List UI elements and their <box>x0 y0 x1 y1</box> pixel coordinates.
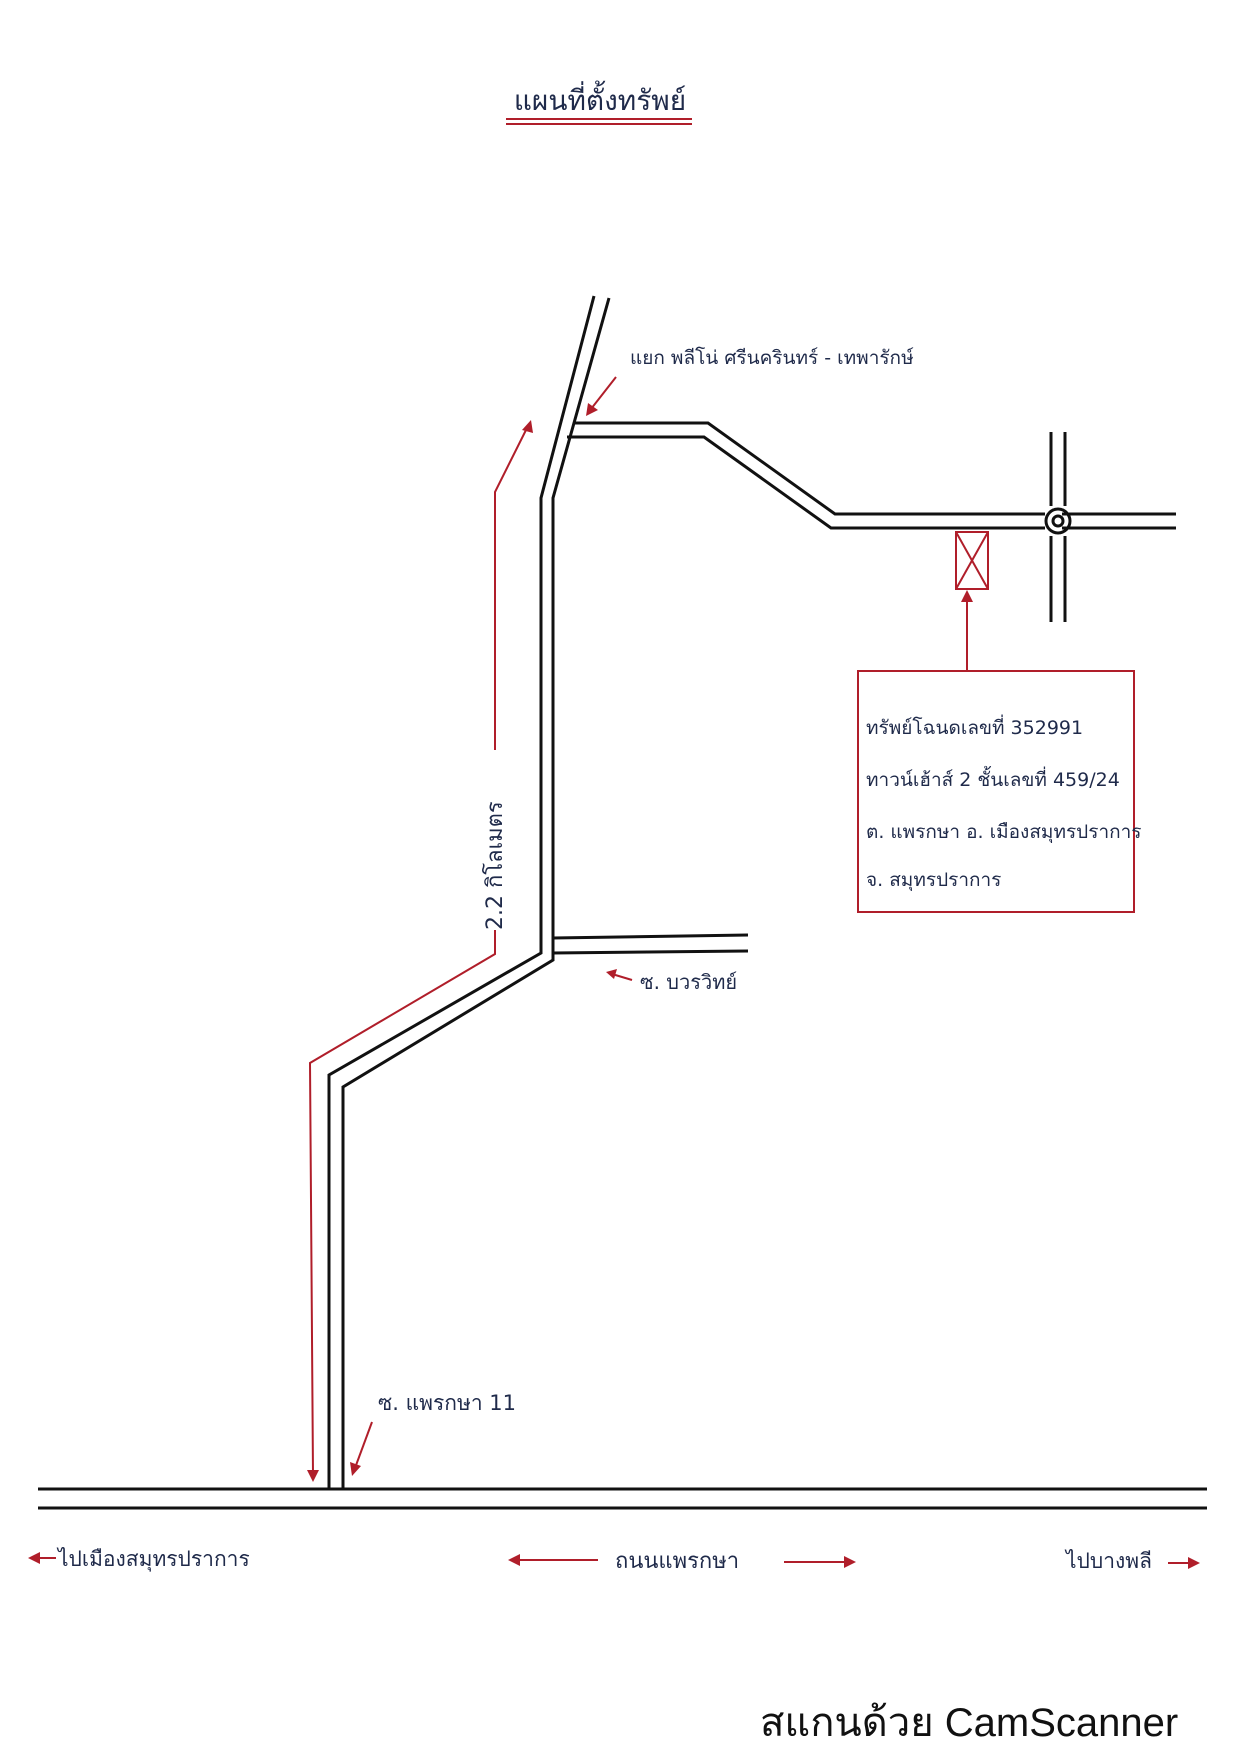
road-network <box>38 295 1207 1510</box>
roundabout <box>1044 507 1072 535</box>
branch-road-edge-top <box>574 421 1045 516</box>
to-right-arrow-head <box>1188 1557 1200 1569</box>
soi-boworn-edge-bottom <box>552 949 749 955</box>
to-left-arrow-head <box>28 1552 40 1564</box>
soi-boworn-edge-top <box>552 933 749 940</box>
scanner-watermark: สแกนด้วย CamScanner <box>760 1701 1179 1745</box>
map-title: แผนที่ตั้งทรัพย์ <box>514 80 686 117</box>
soi-phraeksa-11-edge-right <box>341 297 611 1489</box>
info-box-line-4: จ. สมุทรปราการ <box>866 869 1002 891</box>
property-pointer-arrowhead <box>961 590 973 602</box>
to-right-label: ไปบางพลี <box>1064 1549 1152 1573</box>
info-box-line-3: ต. แพรกษา อ. เมืองสมุทรปราการ <box>866 821 1142 843</box>
soi-phraeksa-11-pointer <box>354 1421 373 1469</box>
soi-boworn-label: ซ. บวรวิทย์ <box>640 970 737 994</box>
property-info-box <box>857 670 1135 913</box>
to-left-label: ไปเมืองสมุทรปราการ <box>56 1547 250 1572</box>
top-junction-pointer <box>590 376 617 410</box>
road-arrow-right-head <box>844 1556 856 1568</box>
top-junction-label: แยก พลีโน่ ศรีนครินทร์ - เทพารักษ์ <box>630 346 914 369</box>
distance-label: 2.2 กิโลเมตร <box>482 801 508 930</box>
roundabout-center <box>1051 514 1065 528</box>
road-name-label: ถนนแพรกษา <box>615 1549 739 1574</box>
soi-phraeksa-11-pointer-head <box>350 1462 361 1476</box>
soi-phraeksa-11-edge-left <box>327 295 596 1489</box>
distance-arrow-bottom-head <box>307 1470 319 1482</box>
soi-boworn-pointer-head <box>606 969 617 979</box>
distance-arrow-upper <box>494 425 529 750</box>
info-box-line-1: ทรัพย์โฉนดเลขที่ 352991 <box>866 717 1084 739</box>
property-marker <box>955 531 989 590</box>
soi-boworn-pointer <box>611 973 633 981</box>
info-box-line-2: ทาวน์เฮ้าส์ 2 ชั้นเลขที่ 459/24 <box>866 769 1120 791</box>
top-junction-pointer-head <box>586 403 598 416</box>
distance-arrow-lower <box>308 930 496 1476</box>
distance-arrow-top-head <box>522 420 533 433</box>
road-arrow-left-head <box>508 1554 520 1566</box>
soi-phraeksa-11-label: ซ. แพรกษา 11 <box>378 1391 516 1415</box>
branch-road-edge-bottom <box>567 435 1045 530</box>
